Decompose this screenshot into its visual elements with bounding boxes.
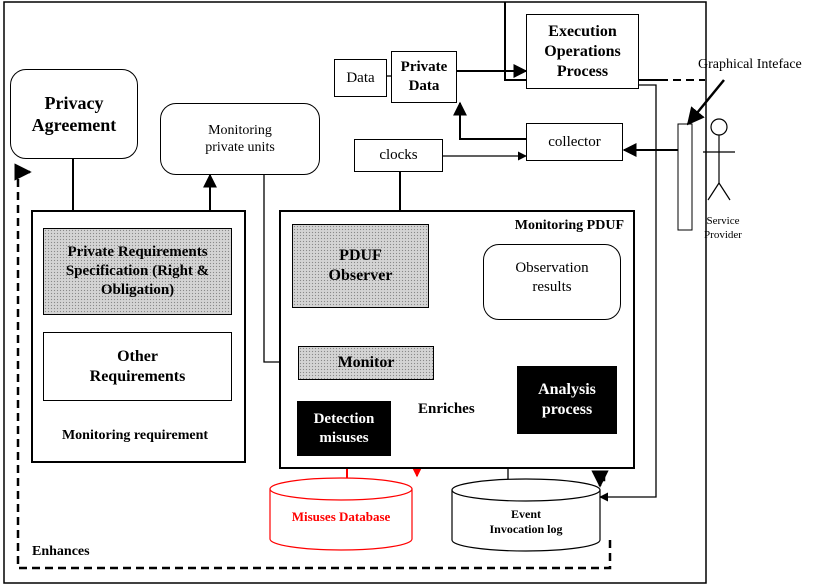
clocks-node: clocks bbox=[354, 139, 443, 172]
data-node: Data bbox=[334, 59, 387, 97]
other-requirements-node: Other Requirements bbox=[43, 332, 232, 401]
pduf-observer-node: PDUF Observer bbox=[292, 224, 429, 308]
enriches-label: Enriches bbox=[418, 401, 475, 417]
monitoring-requirement-label: Monitoring requirement bbox=[61, 428, 209, 443]
observation-results-node: Observation results bbox=[483, 244, 621, 320]
collector-node: collector bbox=[526, 123, 623, 161]
privacy-agreement-node: Privacy Agreement bbox=[10, 69, 138, 159]
provider-bar bbox=[677, 123, 693, 231]
execution-operations-process-node: Execution Operations Process bbox=[526, 14, 639, 89]
detection-misuses-node: Detection misuses bbox=[297, 401, 391, 456]
private-requirements-node: Private Requirements Specification (Righ… bbox=[43, 228, 232, 315]
event-log-shape bbox=[451, 478, 601, 552]
event-invocation-log-label: Event Invocation log bbox=[489, 507, 563, 536]
outer-frame bbox=[3, 1, 707, 584]
service-provider-label: Service Provider bbox=[704, 215, 742, 242]
enhances-label: Enhances bbox=[32, 544, 90, 559]
monitoring-private-units-node: Monitoring private units bbox=[160, 103, 320, 175]
private-data-node: Private Data bbox=[391, 51, 457, 103]
monitoring-pduf-label: Monitoring PDUF bbox=[514, 218, 624, 233]
misuses-database-label: Misuses Database bbox=[291, 508, 391, 524]
service-provider-figure bbox=[703, 118, 735, 201]
misuses-database-shape bbox=[269, 477, 413, 551]
graphical-interface-arrow bbox=[686, 79, 725, 126]
analysis-process-node: Analysis process bbox=[517, 366, 617, 434]
graphical-interface-label: Graphical Inteface bbox=[698, 57, 802, 72]
monitor-node: Monitor bbox=[298, 346, 434, 380]
